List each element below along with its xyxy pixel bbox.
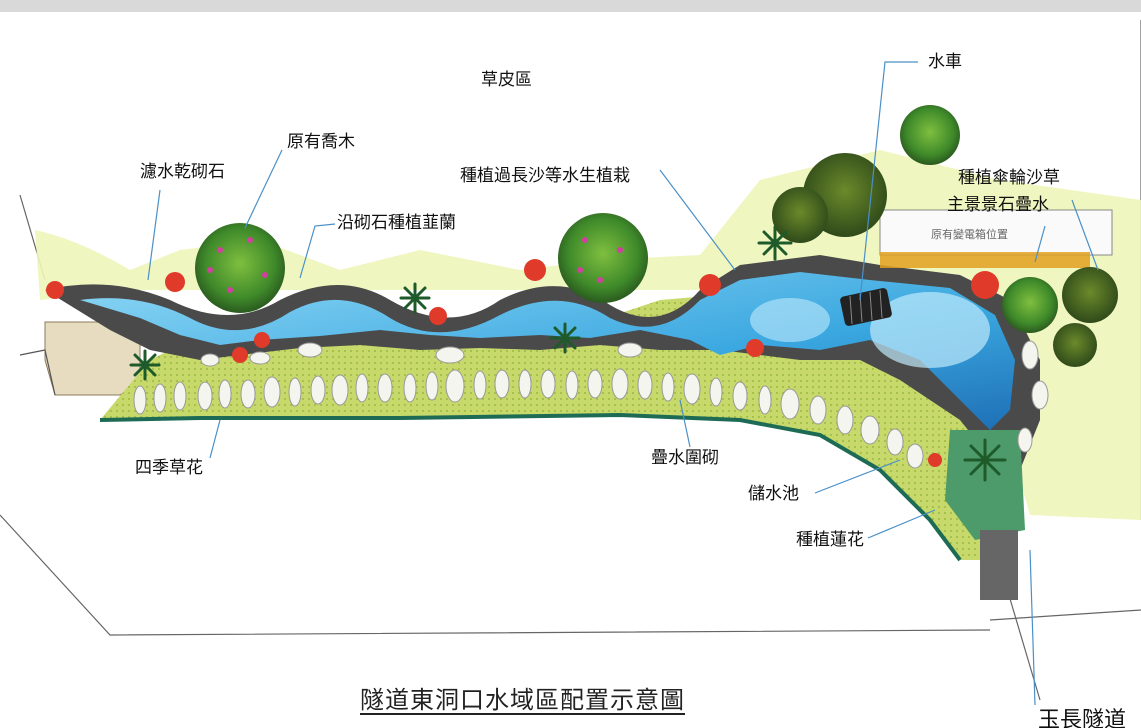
label-filter-dry-stone: 濾水乾砌石: [140, 162, 225, 182]
water-wheel-shape: [840, 288, 892, 326]
label-aquatic-plants: 種植過長沙等水生植栽: [460, 166, 630, 186]
background-grass-wash: [35, 150, 1141, 520]
label-original-trees: 原有喬木: [287, 132, 355, 152]
label-main-rock-cascade: 主景景石疊水: [947, 195, 1049, 215]
label-tunnel-name: 玉長隧道: [1038, 708, 1127, 728]
palm-plants: [129, 225, 1007, 482]
trees: [195, 105, 1118, 367]
diagram-title: 隧道東洞口水域區配置示意圖: [360, 686, 685, 714]
transformer-box: [879, 209, 1113, 256]
pond-highlight-2: [750, 298, 830, 342]
lawn-front-edge: [99, 412, 962, 562]
label-lawn-area: 草皮區: [481, 70, 532, 90]
red-flowers: [46, 259, 999, 467]
leader-lines: [147, 61, 1099, 706]
label-lotus: 種植蓮花: [796, 530, 864, 550]
hedge-strip: [880, 252, 1090, 268]
tunnel-channel: [980, 530, 1018, 600]
reservoir-pool: [945, 430, 1025, 540]
label-orchid-along-stone: 沿砌石種植韮蘭: [337, 213, 456, 233]
pond-highlight: [870, 292, 990, 368]
top-bar: [0, 0, 1141, 12]
label-reservoir: 儲水池: [748, 484, 799, 504]
label-umbrella-sedge: 種植傘輪沙草: [958, 168, 1060, 188]
label-seasonal-flowers: 四季草花: [135, 458, 203, 478]
label-transformer-box: 原有變電箱位置: [931, 228, 1008, 241]
plaza-edge: [19, 349, 56, 396]
tree-flowers: [207, 237, 623, 293]
lawn-bed: [100, 295, 1010, 560]
label-water-wheel: 水車: [928, 52, 962, 72]
label-cascade-masonry: 疊水圍砌: [651, 448, 719, 468]
stepping-stones: [133, 340, 1049, 469]
